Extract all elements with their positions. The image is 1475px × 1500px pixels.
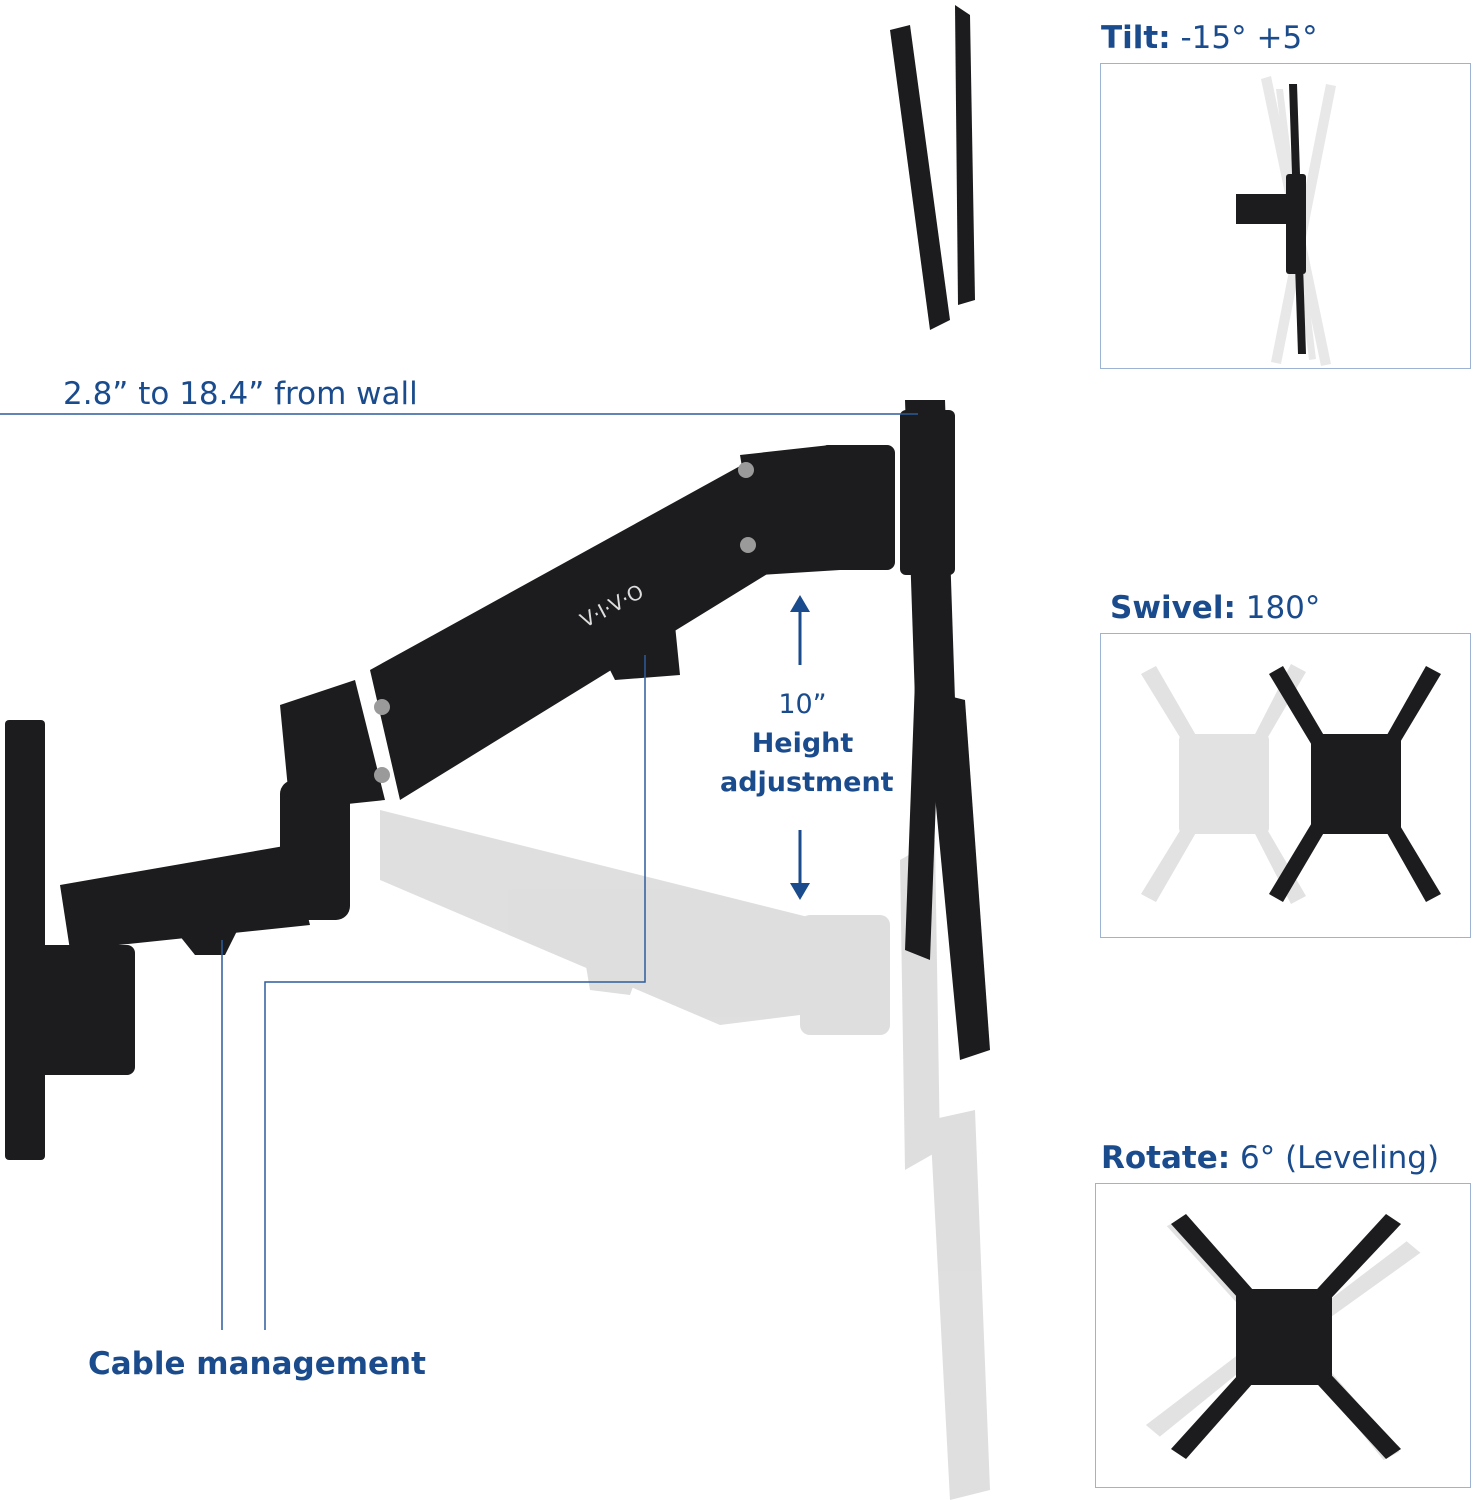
swivel-value: 180° [1245, 590, 1321, 626]
tv-bracket [890, 5, 990, 1060]
height-arrows [790, 595, 810, 900]
arm [5, 445, 895, 1160]
tilt-title: Tilt: -15° +5° [1101, 20, 1318, 56]
rotate-panel [1095, 1183, 1471, 1488]
tilt-panel [1100, 63, 1471, 369]
swivel-name: Swivel: [1110, 590, 1236, 626]
cable-leaders [221, 655, 646, 1330]
rotate-title: Rotate: 6° (Leveling) [1101, 1140, 1439, 1176]
swivel-panel [1100, 633, 1471, 938]
ghost-arm [380, 810, 990, 1500]
tilt-value: -15° +5° [1180, 20, 1318, 56]
swivel-title: Swivel: 180° [1110, 590, 1320, 626]
height-label: 10” Height adjustment [720, 685, 894, 802]
bolts [374, 462, 756, 783]
cable-management-label: Cable management [88, 1346, 426, 1382]
distance-label: 2.8” to 18.4” from wall [63, 376, 418, 412]
height-line2: adjustment [720, 767, 894, 798]
tilt-name: Tilt: [1101, 20, 1171, 56]
rotate-name: Rotate: [1101, 1140, 1231, 1176]
height-value: 10” [778, 689, 827, 720]
rotate-value: 6° (Leveling) [1240, 1140, 1440, 1176]
height-line1: Height [751, 728, 854, 759]
